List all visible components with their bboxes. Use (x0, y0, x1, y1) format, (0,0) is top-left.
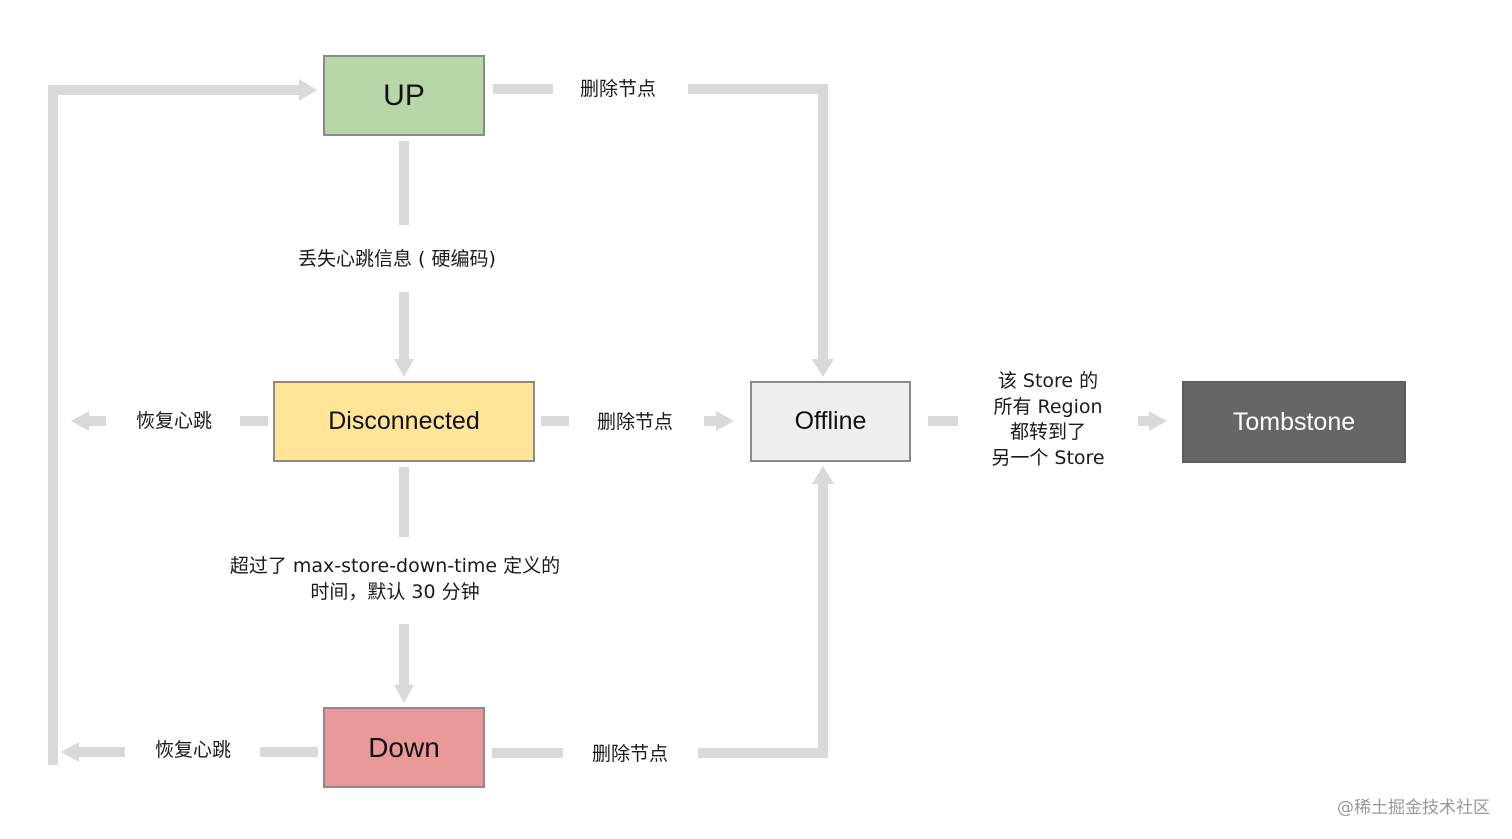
label-down-recover: 恢复心跳 (155, 739, 232, 761)
label-disconnected-to-offline: 删除节点 (597, 411, 674, 433)
label-up-to-disconnected: 丢失心跳信息 ( 硬编码) (298, 248, 496, 270)
arrow-down-to-up-loop (48, 85, 300, 765)
label-disconnected-to-down-line-1: 超过了 max-store-down-time 定义的 (229, 555, 561, 577)
state-down: Down (323, 707, 485, 788)
arrowhead-down-top (394, 685, 414, 703)
label-offline-to-tombstone-line-3: 都转到了 (1009, 421, 1086, 443)
arrow-up-to-offline (688, 84, 828, 362)
arrowhead-disconnected-top (394, 359, 414, 377)
state-tombstone: Tombstone (1182, 381, 1406, 463)
label-up-to-offline: 删除节点 (580, 78, 657, 100)
label-disconnected-to-down-line-2: 时间，默认 30 分钟 (310, 580, 480, 603)
label-offline-to-tombstone: 该 Store 的 所有 Region 都转到了 另一个 Store (972, 369, 1124, 471)
arrowhead-up (299, 79, 317, 101)
label-down-to-offline: 删除节点 (592, 743, 669, 765)
label-disconnected-recover: 恢复心跳 (136, 410, 213, 432)
arrowhead-disconnected-recover (71, 411, 89, 431)
arrow-down-to-offline (698, 483, 828, 758)
state-disconnected: Disconnected (273, 381, 535, 462)
arrowhead-offline-top (812, 359, 834, 377)
label-offline-to-tombstone-line-1: 该 Store 的 (997, 370, 1099, 392)
state-offline: Offline (750, 381, 911, 462)
arrowhead-down-recover (61, 742, 79, 762)
label-offline-to-tombstone-line-2: 所有 Region (993, 395, 1103, 418)
label-disconnected-to-down: 超过了 max-store-down-time 定义的 时间，默认 30 分钟 (214, 554, 576, 605)
arrowhead-offline-left (716, 411, 734, 431)
label-offline-to-tombstone-line-4: 另一个 Store (991, 446, 1105, 469)
state-up: UP (323, 55, 485, 136)
arrowhead-offline-bottom (812, 466, 834, 484)
watermark: @稀土掘金技术社区 (1337, 798, 1490, 818)
arrowhead-tombstone-left (1149, 411, 1167, 431)
